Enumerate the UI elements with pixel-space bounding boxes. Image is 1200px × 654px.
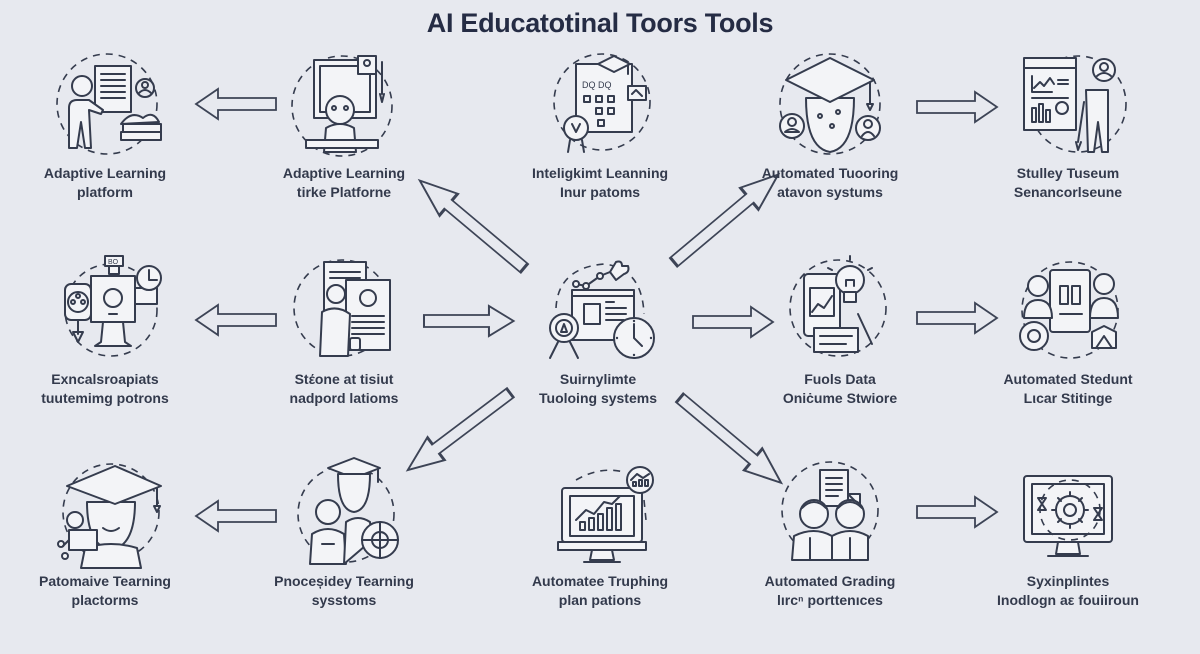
- checklist-graduation-icon: DQ DQ: [553, 53, 651, 153]
- central-whiteboard-clock-icon: [549, 260, 655, 359]
- svg-text:BO: BO: [108, 259, 119, 266]
- robot-document-icon: [291, 55, 393, 157]
- students-document-icon: [781, 461, 879, 561]
- analytics-report-icon: [1023, 55, 1127, 153]
- svg-text:DQ DQ: DQ DQ: [582, 80, 612, 90]
- graduate-head-icon: [779, 53, 881, 155]
- student-document-icon: [293, 259, 391, 357]
- machine-clock-icon: BO: [64, 255, 162, 357]
- diagram-title: AI Educatotinal Toors Tools: [426, 8, 774, 38]
- teacher-presentation-icon: [56, 53, 162, 155]
- monitor-chart-icon: [557, 466, 654, 563]
- lightbulb-tablet-icon: [789, 255, 887, 357]
- graduates-gear-icon: [297, 457, 399, 565]
- graduate-laptop-icon: [57, 463, 162, 569]
- monitor-gear-icon: [1023, 475, 1113, 557]
- arrow-r2-into-center: [422, 304, 515, 338]
- tablet-users-icon: [1019, 261, 1119, 359]
